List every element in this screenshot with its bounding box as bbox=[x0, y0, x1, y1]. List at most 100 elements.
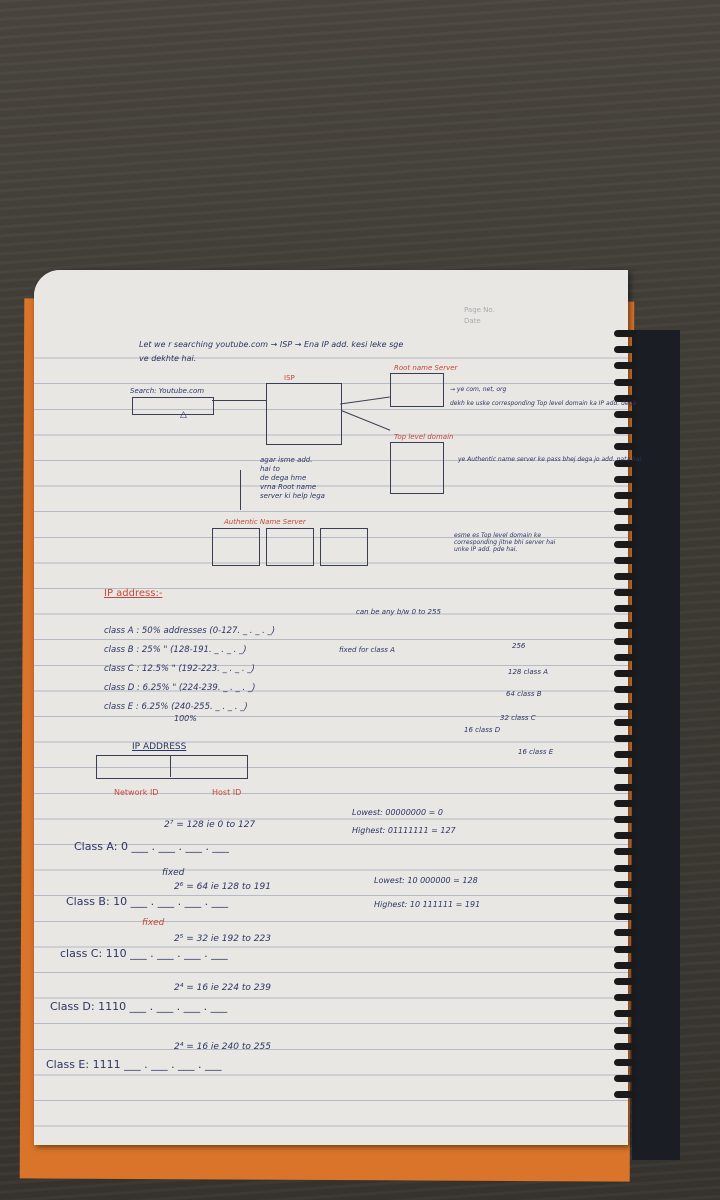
spiral-coil bbox=[614, 994, 636, 1002]
spiral-coil bbox=[614, 411, 636, 418]
spiral-coil bbox=[614, 945, 636, 953]
isp-note-3: de dega hme bbox=[260, 474, 307, 482]
class-item: class B : 25% " (128-191. _ . _ . _) bbox=[104, 645, 247, 655]
spiral-coil bbox=[614, 573, 636, 580]
isp-note-4: vrna Root name bbox=[260, 483, 317, 491]
spiral-coil bbox=[614, 605, 636, 613]
ip-address-heading: IP ADDRESS bbox=[132, 742, 187, 752]
tree-node: 256 bbox=[512, 642, 526, 650]
class-e-power: 2⁴ = 16 ie 240 to 255 bbox=[174, 1042, 271, 1052]
class-a-lowest: Lowest: 00000000 = 0 bbox=[352, 808, 443, 817]
isp-box bbox=[266, 383, 342, 445]
class-item: class D : 6.25% " (224-239. _ . _ . _) bbox=[104, 683, 256, 693]
search-label: Search: Youtube.com bbox=[130, 387, 205, 395]
spiral-coil bbox=[614, 702, 636, 710]
spiral-coil bbox=[614, 621, 636, 629]
class-item: class E : 6.25% (240-255. _ . _ . _) bbox=[104, 702, 248, 712]
spiral-coil bbox=[614, 816, 636, 823]
spiral-coil bbox=[614, 961, 636, 969]
class-item: class C : 12.5% " (192-223. _ . _ . _) bbox=[104, 664, 255, 674]
spiral-coil bbox=[614, 1010, 636, 1018]
spiral-coil bbox=[614, 880, 636, 888]
spiral-coil bbox=[614, 848, 636, 856]
spiral-coil bbox=[614, 654, 636, 661]
spiral-coil bbox=[614, 362, 636, 370]
spiral-coil bbox=[614, 1091, 636, 1099]
ip-address-box bbox=[96, 755, 248, 779]
class-c-row: class C: 110 ___ . ___ . ___ . ___ bbox=[60, 947, 228, 960]
arrow-isp-root bbox=[340, 396, 390, 405]
ip-address-divider bbox=[170, 755, 171, 777]
spiral-coil bbox=[614, 735, 636, 742]
spiral-coil bbox=[614, 913, 636, 921]
tld-note: esme es Top level domain ke correspondin… bbox=[454, 532, 556, 553]
class-a-power: 2⁷ = 128 ie 0 to 127 bbox=[164, 820, 256, 830]
spiral-coil bbox=[614, 767, 636, 775]
spiral-coil bbox=[614, 783, 636, 791]
spiral-binding bbox=[614, 330, 640, 1110]
root-note-2: dekh ke uske corresponding Top level dom… bbox=[450, 400, 637, 407]
arrow-browser-isp bbox=[212, 400, 266, 401]
class-a-highest: Highest: 01111111 = 127 bbox=[352, 826, 456, 835]
root-note-1: → ye com, net, org bbox=[450, 386, 507, 393]
fixed-label-2: fixed bbox=[142, 918, 165, 928]
spiral-coil bbox=[614, 1075, 636, 1083]
top-level-box bbox=[390, 442, 444, 494]
fixed-label-1: fixed bbox=[162, 868, 185, 878]
tree-node: 32 class C bbox=[500, 714, 536, 722]
tree-node: 128 class A bbox=[508, 668, 548, 676]
auth-box-2 bbox=[266, 528, 314, 566]
arrow-isp-auth bbox=[240, 470, 241, 510]
class-a-row: Class A: 0 ___ . ___ . ___ . ___ bbox=[74, 840, 229, 853]
spiral-coil bbox=[614, 897, 636, 904]
isp-note-5: server ki help lega bbox=[260, 492, 325, 500]
spiral-coil bbox=[614, 1042, 636, 1050]
class-b-row: Class B: 10 ___ . ___ . ___ . ___ bbox=[66, 895, 229, 908]
spiral-coil bbox=[614, 670, 636, 678]
cursor-icon: △ bbox=[180, 410, 187, 420]
spiral-coil bbox=[614, 346, 636, 354]
spiral-coil bbox=[614, 394, 636, 402]
spiral-coil bbox=[614, 1026, 636, 1034]
tree-node: 64 class B bbox=[506, 690, 542, 698]
spiral-coil bbox=[614, 459, 636, 467]
spiral-coil bbox=[614, 751, 636, 759]
class-b-power: 2⁶ = 64 ie 128 to 191 bbox=[174, 882, 271, 892]
root-server-label: Root name Server bbox=[394, 364, 458, 372]
spiral-coil bbox=[614, 540, 636, 548]
isp-note-1: agar isme add. bbox=[260, 456, 313, 464]
spiral-coil bbox=[614, 637, 636, 645]
class-e-row: Class E: 1111 ___ . ___ . ___ . ___ bbox=[46, 1058, 222, 1071]
intro-line-1: Let we r searching youtube.com → ISP → E… bbox=[139, 340, 404, 349]
spiral-coil bbox=[614, 443, 636, 451]
spiral-coil bbox=[614, 929, 636, 937]
spiral-coil bbox=[614, 508, 636, 516]
network-id-label: Network ID bbox=[114, 788, 159, 797]
spiral-coil bbox=[614, 556, 636, 564]
arrow-isp-tld bbox=[341, 410, 391, 431]
host-id-label: Host ID bbox=[212, 788, 242, 797]
page-no-label: Page No. bbox=[464, 306, 495, 314]
isp-label: ISP bbox=[284, 374, 295, 382]
class-c-power: 2⁵ = 32 ie 192 to 223 bbox=[174, 934, 271, 944]
top-level-label: Top level domain bbox=[394, 433, 454, 441]
isp-note-2: hai to bbox=[260, 465, 280, 473]
class-item: class A : 50% addresses (0-127. _ . _ . … bbox=[104, 626, 276, 636]
auth-box-1 bbox=[212, 528, 260, 566]
spiral-coil bbox=[614, 799, 636, 807]
spiral-coil bbox=[614, 864, 636, 872]
spiral-coil bbox=[614, 378, 636, 386]
class-d-power: 2⁴ = 16 ie 224 to 239 bbox=[174, 983, 271, 993]
spiral-coil bbox=[614, 475, 636, 483]
spiral-coil bbox=[614, 978, 636, 985]
spiral-coil bbox=[614, 589, 636, 597]
browser-box bbox=[132, 397, 214, 415]
notebook-spine bbox=[632, 330, 680, 1160]
spiral-coil bbox=[614, 427, 636, 435]
spiral-coil bbox=[614, 686, 636, 694]
authentic-label: Authentic Name Server bbox=[224, 518, 306, 526]
class-b-highest: Highest: 10 111111 = 191 bbox=[374, 900, 481, 909]
notebook-page: Page No. Date Let we r searching youtube… bbox=[34, 270, 641, 1145]
fixed-for-a: fixed for class A bbox=[339, 646, 395, 654]
spiral-coil bbox=[614, 832, 636, 840]
